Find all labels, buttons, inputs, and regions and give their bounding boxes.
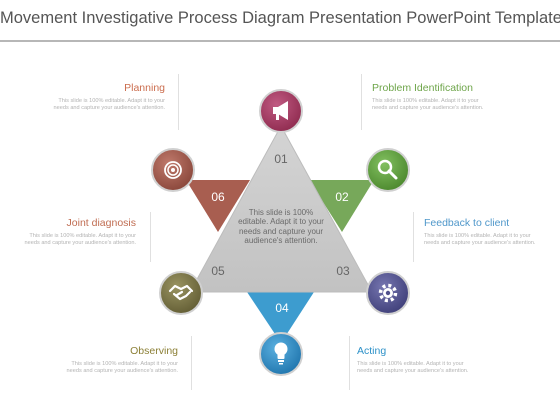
number-05: 05 [211,264,225,278]
wedge-02 [309,180,374,232]
number-02: 02 [335,190,349,204]
step-circle-06 [151,148,195,192]
number-06: 06 [211,190,225,204]
wedge-06 [186,180,250,232]
handshake-icon [168,284,194,301]
separator-joint [150,212,151,262]
label-feedback-to-client: Feedback to client [424,217,510,229]
label-planning: Planning [124,82,165,94]
label-joint-diagnosis: Joint diagnosis [66,217,136,229]
step-circle-03 [366,271,410,315]
desc-joint-diagnosis: This slide is 100% editable. Adapt it to… [24,233,136,247]
label-acting: Acting [357,345,387,357]
megaphone-icon [273,101,288,120]
desc-feedback-to-client: This slide is 100% editable. Adapt it to… [424,233,536,247]
number-01: 01 [274,152,288,166]
separator-planning [178,74,179,130]
separator-feedback [413,212,414,262]
step-circle-01 [259,89,303,133]
desc-planning: This slide is 100% editable. Adapt it to… [53,98,165,112]
separator-observing [191,336,192,390]
separator-acting [349,336,350,390]
label-observing: Observing [130,345,178,357]
wedge-04 [247,292,314,343]
lightbulb-icon [274,342,288,365]
number-03: 03 [336,264,350,278]
desc-acting: This slide is 100% editable. Adapt it to… [357,361,469,375]
step-circle-04 [259,332,303,376]
center-triangle [189,124,373,293]
desc-problem-identification: This slide is 100% editable. Adapt it to… [372,98,484,112]
target-icon [164,161,182,179]
step-circle-05 [159,271,203,315]
desc-observing: This slide is 100% editable. Adapt it to… [66,361,178,375]
title-divider [0,40,560,42]
step-circle-02 [366,148,410,192]
magnifier-icon [377,159,398,180]
page-title: Movement Investigative Process Diagram P… [0,9,560,27]
label-problem-identification: Problem Identification [372,82,473,94]
number-04: 04 [275,301,289,315]
gear-icon [378,283,398,303]
center-text: This slide is 100% editable. Adapt it to… [238,208,324,246]
separator-problem [361,74,362,130]
